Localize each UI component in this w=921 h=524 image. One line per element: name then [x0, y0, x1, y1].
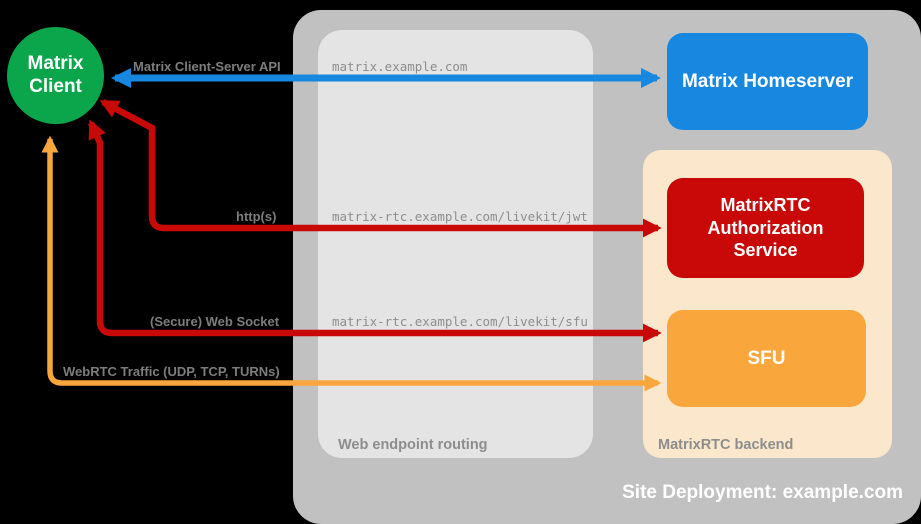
web-endpoint-routing-caption: Web endpoint routing: [338, 437, 488, 453]
web-socket-arrow-label: (Secure) Web Socket: [150, 314, 280, 329]
sfu-label: SFU: [747, 347, 786, 369]
endpoint-livekit-sfu-url: matrix-rtc.example.com/livekit/sfu: [332, 314, 588, 329]
sfu-node: SFU: [667, 310, 866, 407]
client-server-api-arrow-label: Matrix Client-Server API: [133, 59, 281, 74]
arrow-webrtc: [41, 135, 662, 392]
matrixrtc-backend-caption: MatrixRTC backend: [658, 437, 794, 453]
site-deployment-caption: Site Deployment: example.com: [622, 482, 903, 503]
matrix-homeserver-node: Matrix Homeserver: [667, 33, 868, 130]
matrixrtc-authorization-service-label: MatrixRTC Authorization Service: [707, 195, 824, 261]
matrixrtc-authorization-service-node: MatrixRTC Authorization Service: [667, 178, 864, 278]
endpoint-livekit-jwt-url: matrix-rtc.example.com/livekit/jwt: [332, 209, 588, 224]
webrtc-arrow-label: WebRTC Traffic (UDP, TCP, TURNs): [63, 364, 280, 379]
matrix-client-node: Matrix Client: [7, 27, 104, 124]
https-arrow-label: http(s): [236, 209, 277, 224]
matrix-client-label: Matrix Client: [27, 52, 84, 97]
matrix-homeserver-label: Matrix Homeserver: [681, 70, 854, 92]
endpoint-matrix-url: matrix.example.com: [332, 59, 468, 74]
